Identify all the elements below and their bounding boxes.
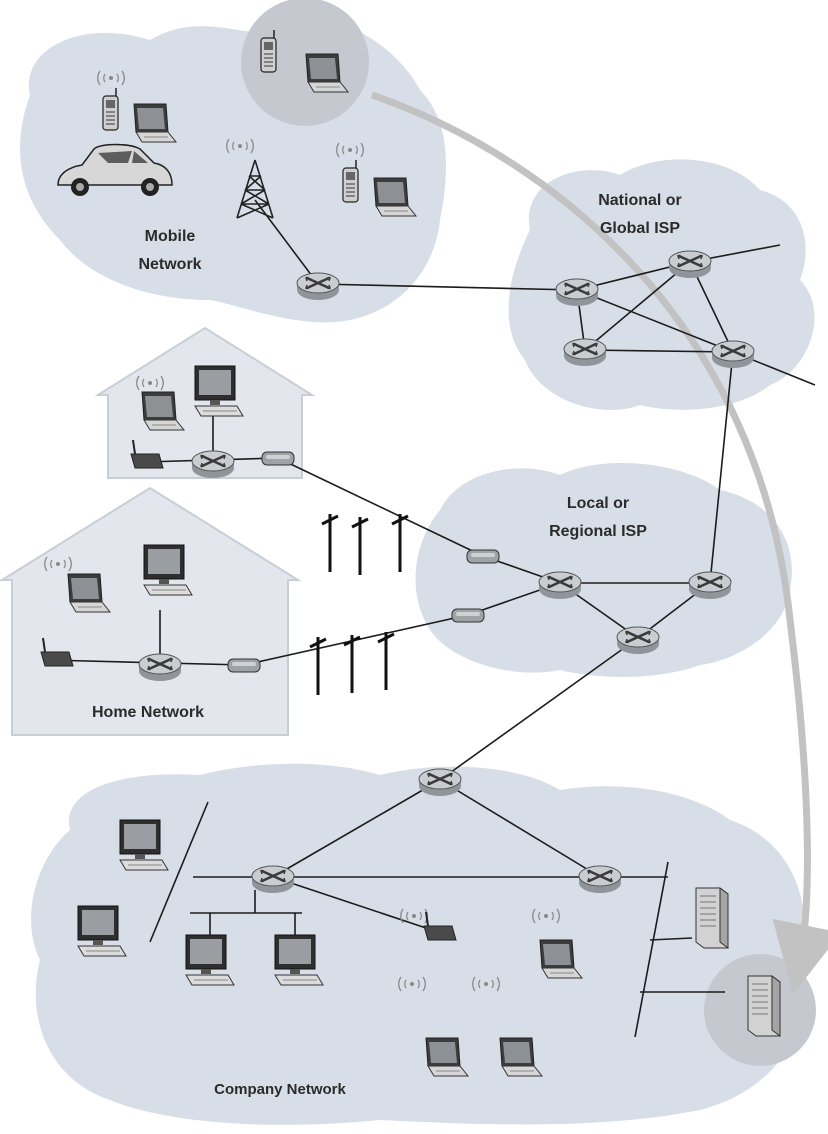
router-icon: [295, 271, 341, 302]
telephone-pole-icon: [350, 515, 370, 577]
end-to-end-arrow: [370, 91, 828, 995]
telephone-pole-icon: [308, 635, 328, 697]
telephone-pole-icon: [376, 630, 396, 692]
telephone-pole-icon: [342, 633, 362, 695]
local-isp-label-line1: Local or: [567, 495, 629, 512]
national-isp-label-line2: Global ISP: [600, 220, 680, 237]
mobile-highlight-circle: [241, 0, 369, 126]
company-network-label: Company Network: [214, 1081, 346, 1098]
home-network-2-house: [0, 486, 302, 736]
router-icon: [667, 249, 713, 280]
telephone-pole-icon: [320, 512, 340, 574]
router-icon: [250, 864, 296, 895]
mobile-network-label-line1: Mobile: [145, 228, 196, 245]
modem-icon: [227, 658, 261, 673]
server-icon: [747, 975, 781, 1037]
router-icon: [190, 449, 236, 480]
modem-icon: [451, 608, 485, 623]
router-icon: [417, 767, 463, 798]
national-isp-label-line1: National or: [598, 192, 682, 209]
router-icon: [615, 625, 661, 656]
modem-icon: [466, 549, 500, 564]
home-network-label: Home Network: [92, 704, 204, 721]
local-isp-cloud: [415, 463, 792, 677]
router-icon: [577, 864, 623, 895]
router-icon: [137, 652, 183, 683]
car-icon: [57, 143, 173, 196]
modem-icon: [261, 451, 295, 466]
router-icon: [554, 277, 600, 308]
router-icon: [562, 337, 608, 368]
router-icon: [710, 339, 756, 370]
company-network-cloud: [31, 763, 806, 1125]
mobile-network-label-line2: Network: [138, 256, 201, 273]
router-icon: [537, 570, 583, 601]
cell-tower-icon: [236, 159, 274, 219]
server-icon: [695, 887, 729, 949]
local-isp-label-line2: Regional ISP: [549, 523, 647, 540]
home-network-1-house: [94, 326, 316, 479]
router-icon: [687, 570, 733, 601]
telephone-pole-icon: [390, 512, 410, 574]
